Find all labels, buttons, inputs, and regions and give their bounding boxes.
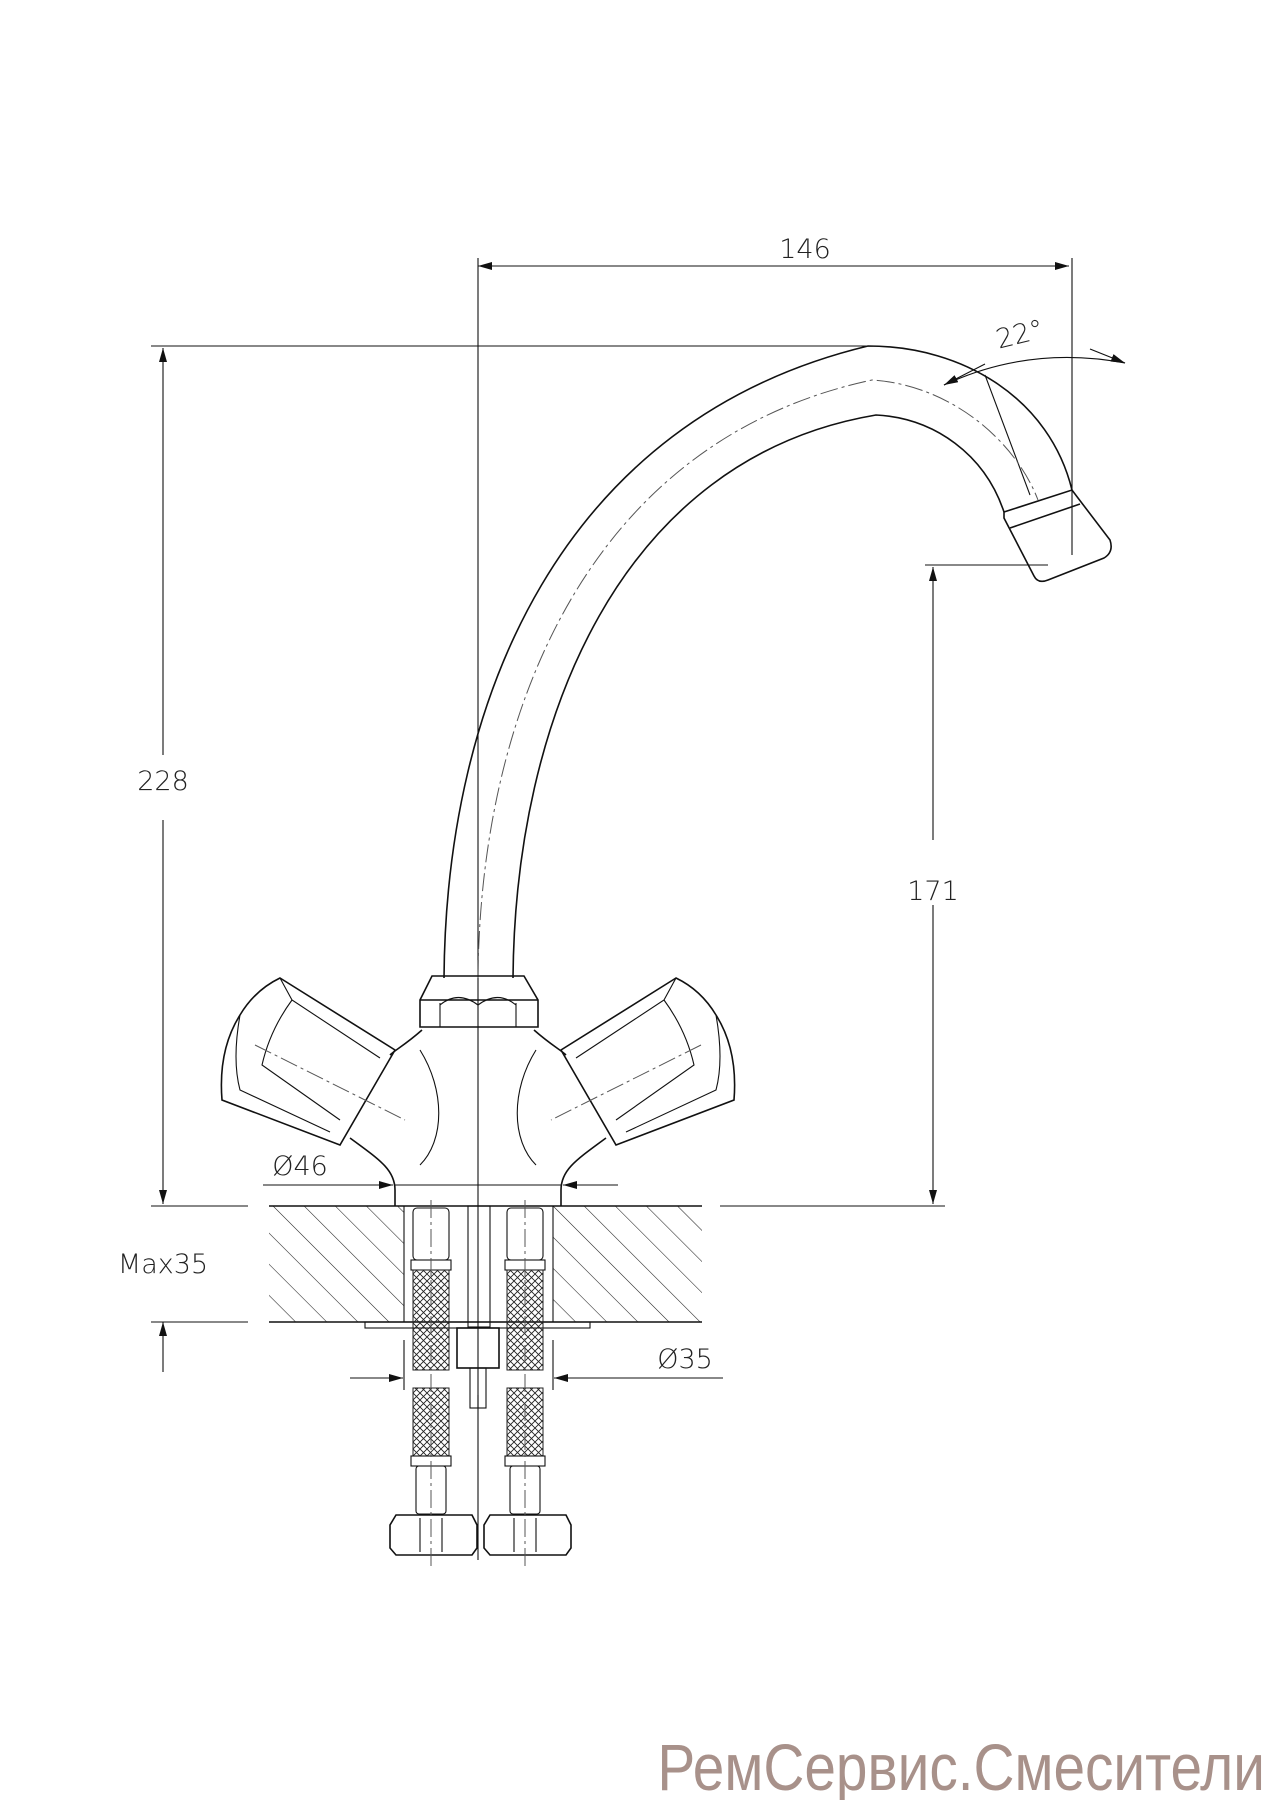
- swivel-nut: [419, 975, 539, 1028]
- hose-left: [389, 1200, 478, 1568]
- mounting-stud: [456, 1205, 500, 1409]
- dim-d46-label: Ø46: [272, 1151, 328, 1182]
- dimension-d35: Ø35: [350, 1340, 723, 1390]
- hose-right: [483, 1200, 572, 1568]
- dim-max35-label: Max35: [118, 1249, 208, 1280]
- dimension-max35: Max35: [118, 1249, 208, 1372]
- dimension-146: 146: [478, 234, 1073, 555]
- dim-171-label: 171: [907, 876, 959, 907]
- dimension-228: 228: [137, 345, 870, 1204]
- dimension-d46: Ø46: [263, 1151, 618, 1189]
- dim-146-label: 146: [779, 234, 831, 265]
- dim-22-label: 22°: [993, 314, 1047, 356]
- dim-d35-label: Ø35: [657, 1344, 713, 1375]
- left-handle: [220, 977, 406, 1146]
- dimension-angle-22: 22°: [943, 314, 1126, 496]
- spout: [443, 345, 1112, 979]
- dimension-171: 171: [907, 564, 1048, 1204]
- watermark: РемСервис.Смесители: [657, 1731, 1265, 1800]
- dim-228-label: 228: [137, 766, 189, 797]
- countertop-section: [151, 1205, 945, 1329]
- aerator: [1003, 489, 1112, 583]
- right-handle: [550, 977, 736, 1146]
- mixer-body: [349, 1029, 607, 1206]
